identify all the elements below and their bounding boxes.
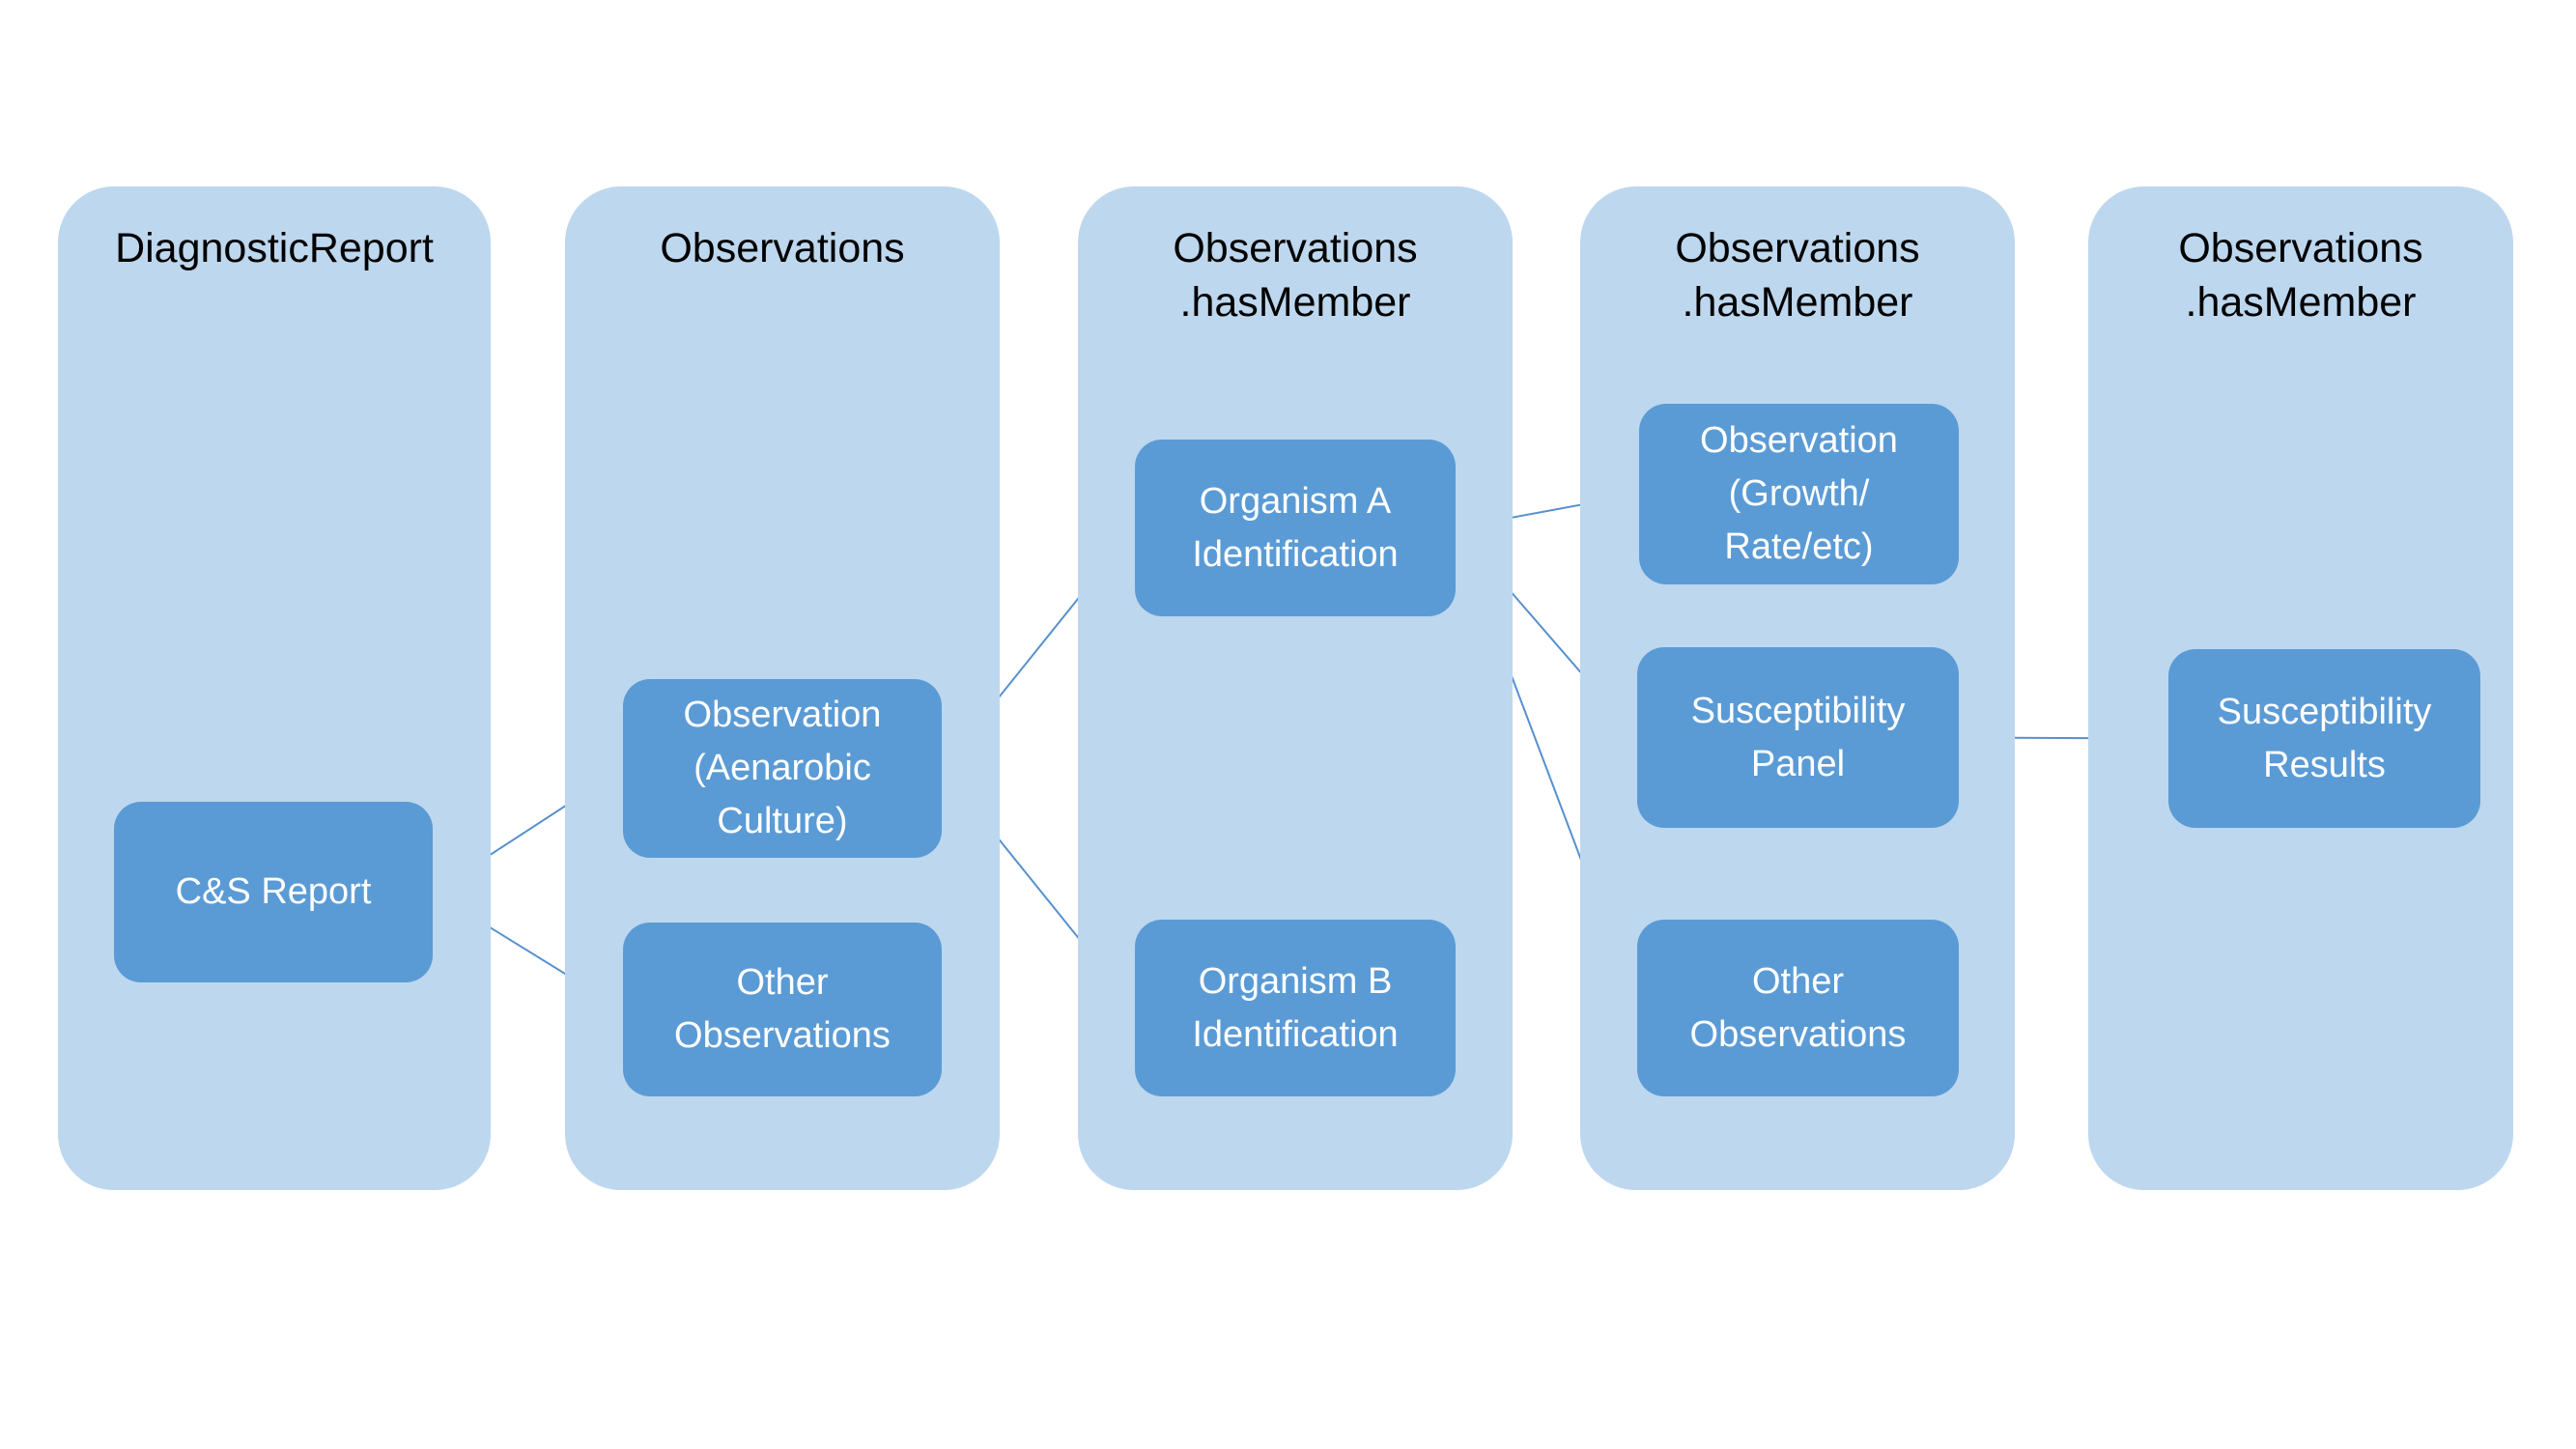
column-title: Observations .hasMember xyxy=(2178,225,2423,326)
node-susceptibility-results: Susceptibility Results xyxy=(2168,649,2480,828)
node-other-observations: Other Observations xyxy=(623,923,942,1096)
column-title: DiagnosticReport xyxy=(115,225,434,271)
node-other-observations: Other Observations xyxy=(1637,920,1959,1096)
node-organism-b-identification: Organism B Identification xyxy=(1135,920,1456,1096)
column-diagnosticreport: DiagnosticReport xyxy=(58,186,491,1190)
node-organism-a-identification: Organism A Identification xyxy=(1135,440,1456,616)
node-observation-aenarobic-culture: Observation (Aenarobic Culture) xyxy=(623,679,942,858)
node-cs-report: C&S Report xyxy=(114,802,433,982)
node-susceptibility-panel: Susceptibility Panel xyxy=(1637,647,1959,828)
node-observation-growth-rate: Observation (Growth/ Rate/etc) xyxy=(1639,404,1959,584)
column-title: Observations xyxy=(660,225,905,271)
column-title: Observations .hasMember xyxy=(1173,225,1418,326)
column-title: Observations .hasMember xyxy=(1675,225,1920,326)
